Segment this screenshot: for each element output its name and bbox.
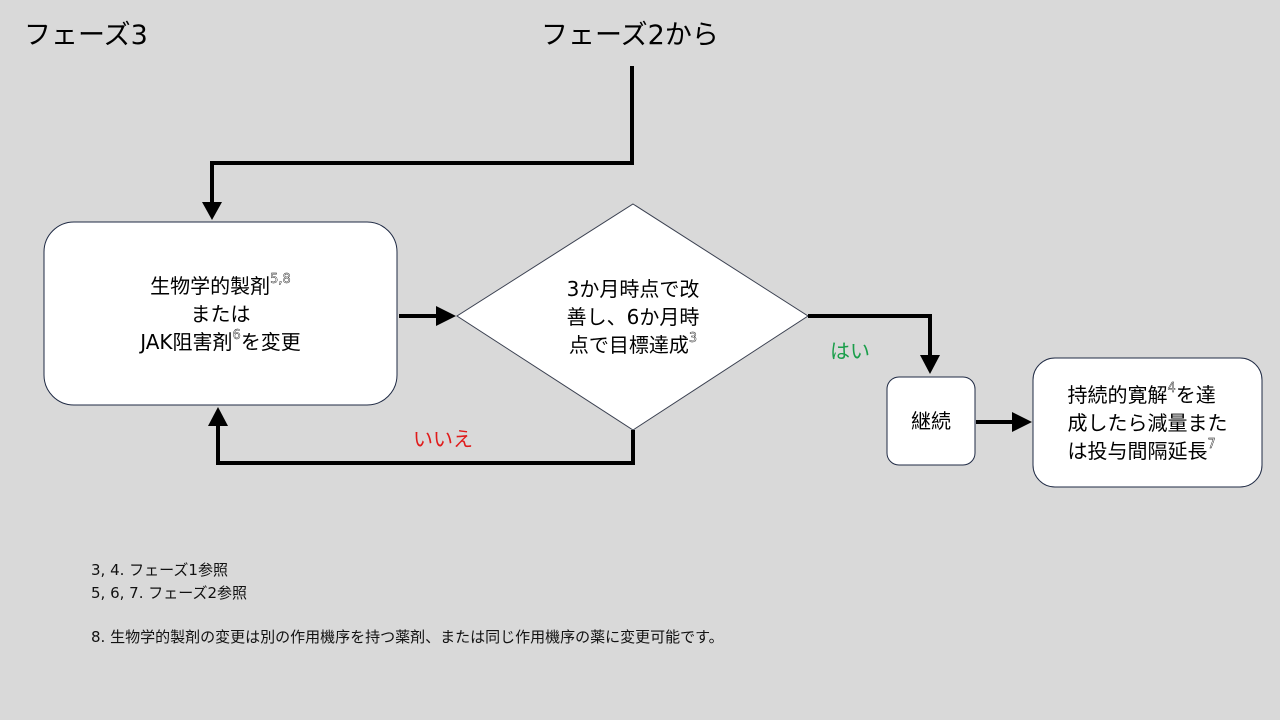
from-phase-label: フェーズ2から xyxy=(541,20,719,51)
footnote-3: 8. 生物学的製剤の変更は別の作用機序を持つ薬剤、または同じ作用機序の薬に変更可… xyxy=(91,628,724,646)
footnote-1: 3, 4. フェーズ1参照 xyxy=(91,561,228,579)
continue-label: 継続 xyxy=(911,409,951,433)
remission-box xyxy=(1032,357,1263,488)
switch-line3-post: を変更 xyxy=(240,329,301,354)
arrowhead-into-continue xyxy=(920,355,940,374)
connector-no xyxy=(216,425,635,465)
arrowhead-back-to-switch-box xyxy=(208,407,228,426)
arrowhead-into-decision xyxy=(436,306,456,326)
decision-text: 3か月時点で改 善し、6か月時 点で目標達成3 xyxy=(497,262,769,372)
continue-text: 継続 xyxy=(887,377,975,465)
arrowhead-into-remission xyxy=(1012,412,1032,432)
switch-line3-pre: JAK阻害剤 xyxy=(140,329,233,354)
connector-yes xyxy=(808,314,932,357)
yes-label: はい xyxy=(830,339,870,363)
switch-treatment-text: 生物学的製剤5,8 または JAK阻害剤6を変更 xyxy=(44,222,397,405)
phase-title: フェーズ3 xyxy=(24,20,148,51)
remission-text: 持続的寛解4を達 成したら減量また は投与間隔延長7 xyxy=(1033,358,1262,487)
footnote-2: 5, 6, 7. フェーズ2参照 xyxy=(91,584,248,602)
footnote-ref: 4 xyxy=(1167,380,1176,396)
connector-from-phase2 xyxy=(210,66,634,202)
switch-line1: 生物学的製剤 xyxy=(150,273,271,298)
arrowhead-into-switch-box xyxy=(202,202,222,220)
continue-box xyxy=(886,376,976,466)
decision-line2: 善し、6か月時 xyxy=(566,305,700,329)
no-label: いいえ xyxy=(413,427,473,451)
footnote-ref: 3 xyxy=(688,331,698,346)
footnote-ref: 7 xyxy=(1207,436,1216,452)
footnote-ref: 6 xyxy=(232,327,241,343)
switch-line2: または xyxy=(190,301,251,326)
decision-line3: 点で目標達成 xyxy=(568,333,689,357)
remission-line2: 成したら減量また xyxy=(1067,410,1228,435)
remission-line1-post: を達 xyxy=(1175,382,1216,407)
switch-treatment-box xyxy=(43,221,398,406)
decision-line1: 3か月時点で改 xyxy=(566,277,700,301)
footnote-ref: 5,8 xyxy=(270,271,291,287)
remission-line1-pre: 持続的寛解 xyxy=(1067,382,1168,407)
remission-line3: は投与間隔延長 xyxy=(1067,438,1208,463)
